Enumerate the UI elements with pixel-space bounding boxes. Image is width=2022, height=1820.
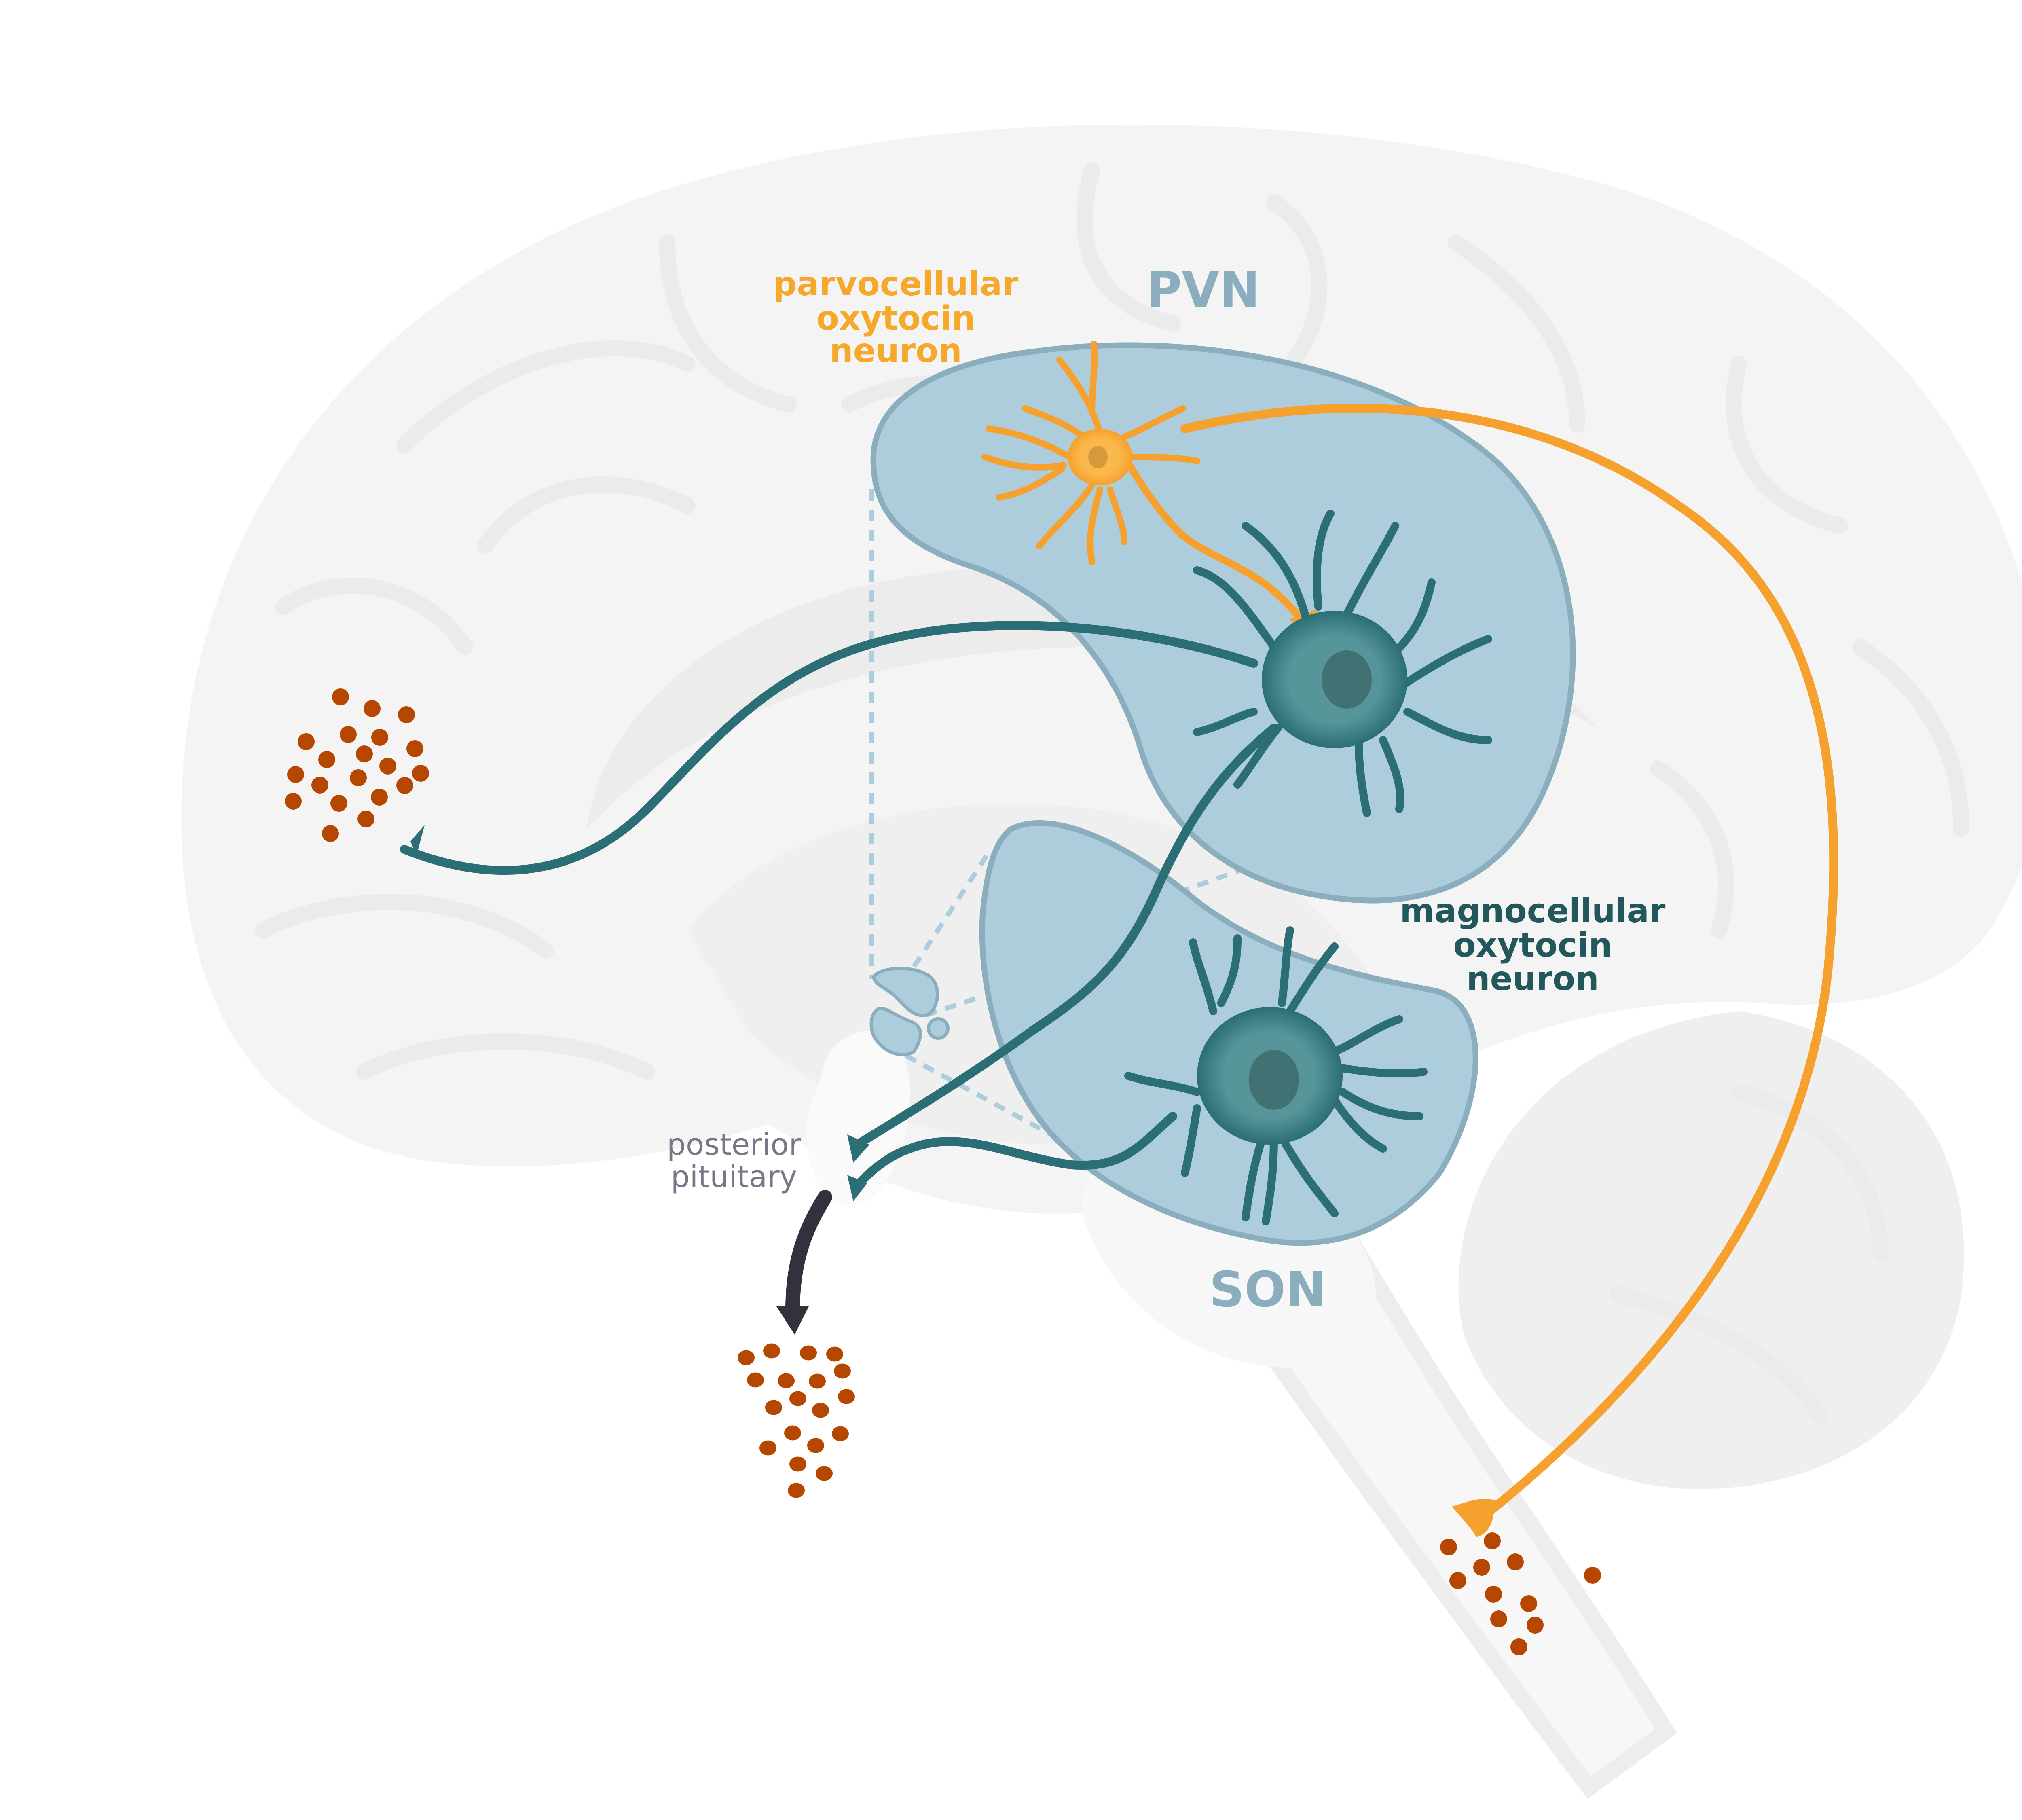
oxytocin-dots-forebrain: [285, 688, 429, 842]
son-pituitary-terminal: [847, 1175, 867, 1201]
oxytocin-dot: [788, 1483, 805, 1498]
oxytocin-dot: [1485, 1586, 1502, 1603]
oxytocin-dot: [1484, 1532, 1501, 1549]
oxytocin-dot: [763, 1343, 780, 1359]
parvocellular-nucleus: [1088, 446, 1108, 468]
oxytocin-dot: [330, 795, 347, 812]
oxytocin-dot: [826, 1346, 843, 1362]
pvn-pituitary-axon: [853, 724, 1278, 1149]
oxytocin-dot: [832, 1426, 849, 1441]
magnocellular-neuron-pvn: [400, 510, 1492, 1163]
son-pituitary-axon: [853, 1112, 1177, 1189]
oxytocin-dots-bloodstream: [738, 1343, 855, 1498]
release-arrow: [776, 1190, 832, 1335]
oxytocin-dot: [807, 1438, 824, 1453]
oxytocin-dot: [322, 825, 339, 842]
parvocellular-terminal-brainstem: [1452, 1498, 1496, 1537]
oxytocin-dot: [371, 729, 388, 746]
oxytocin-dot: [1440, 1539, 1457, 1555]
guide-line-son-bottom: [905, 1053, 1093, 1159]
brainstem: [1235, 1199, 1677, 1799]
oxytocin-dot: [318, 751, 335, 768]
guide-line-son-mid: [925, 995, 981, 1018]
oxytocin-dot: [1507, 1553, 1524, 1570]
release-arrow-shaft: [785, 1190, 832, 1318]
pvn-forebrain-terminal: [410, 825, 425, 855]
oxytocin-dot: [285, 793, 302, 810]
oxytocin-dot: [357, 811, 374, 827]
parvocellular-neuron: [981, 341, 1838, 1537]
magnocellular-neuron-son: [847, 926, 1428, 1225]
parvocellular-label-line2: oxytocin: [816, 299, 975, 338]
oxytocin-dot: [1473, 1559, 1490, 1576]
oxytocin-dot: [356, 745, 373, 762]
oxytocin-dot: [834, 1363, 851, 1379]
magnocellular-label-line3: neuron: [1466, 960, 1599, 998]
posterior-pituitary-label-line1: posterior: [667, 1127, 802, 1162]
oxytocin-dot: [1510, 1638, 1527, 1655]
release-arrow-head: [776, 1306, 809, 1335]
oxytocin-dot: [1490, 1610, 1507, 1627]
guide-line-son-top: [912, 848, 993, 968]
oxytocin-dot: [332, 688, 349, 705]
oxytocin-dot: [800, 1345, 817, 1361]
magnocellular-label: magnocellular oxytocin neuron: [1400, 892, 1666, 998]
oxytocin-dot: [747, 1372, 764, 1388]
oxytocin-dot: [838, 1389, 855, 1404]
oxytocin-dot: [379, 758, 396, 775]
oxytocin-dot: [789, 1391, 806, 1406]
hypothalamus-inset-icon: [869, 967, 950, 1056]
oxytocin-dot: [778, 1373, 795, 1388]
magnocellular-label-line1: magnocellular: [1400, 892, 1666, 930]
oxytocin-dot: [1584, 1567, 1601, 1584]
son-label: SON: [1210, 1262, 1326, 1318]
oxytocin-dot: [350, 769, 367, 786]
parvocellular-long-axon: [1180, 404, 1838, 1517]
oxytocin-dot: [364, 700, 381, 717]
parvocellular-label: parvocellular oxytocin neuron: [773, 265, 1019, 370]
oxytocin-dot: [412, 765, 429, 782]
magnocellular-label-line2: oxytocin: [1453, 926, 1612, 965]
oxytocin-dot: [287, 766, 304, 783]
oxytocin-dot: [1449, 1572, 1466, 1589]
oxytocin-dot: [1520, 1595, 1537, 1612]
cerebellum: [1458, 1011, 1964, 1489]
parvocellular-short-axon: [1117, 445, 1310, 631]
oxytocin-dot: [311, 777, 328, 794]
oxytocin-dot: [738, 1350, 755, 1365]
magnocellular-son-nucleus: [1249, 1050, 1299, 1110]
oxytocin-dot: [812, 1403, 829, 1418]
posterior-pituitary-label: posterior pituitary: [667, 1127, 802, 1194]
oxytocin-dot: [816, 1466, 833, 1481]
oxytocin-dot: [340, 726, 357, 743]
oxytocin-dots-brainstem: [1440, 1532, 1601, 1655]
pvn-forebrain-axon: [400, 621, 1258, 875]
oxytocin-dot: [406, 740, 423, 757]
oxytocin-dot: [398, 706, 415, 723]
parvocellular-label-line1: parvocellular: [773, 265, 1019, 303]
oxytocin-dot: [759, 1440, 776, 1456]
oxytocin-dot: [298, 733, 315, 750]
posterior-pituitary-label-line2: pituitary: [671, 1160, 797, 1194]
oxytocin-dot: [765, 1400, 782, 1415]
oxytocin-dot: [789, 1456, 806, 1472]
oxytocin-dot: [371, 789, 388, 806]
oxytocin-dot: [396, 777, 413, 794]
pvn-label: PVN: [1146, 262, 1260, 318]
magnocellular-pvn-nucleus: [1322, 650, 1372, 709]
oxytocin-dot: [1527, 1617, 1544, 1634]
parvocellular-label-line3: neuron: [829, 332, 962, 370]
pvn-pituitary-terminal: [847, 1134, 869, 1163]
oxytocin-dot: [809, 1373, 826, 1389]
oxytocin-dot: [784, 1425, 801, 1441]
